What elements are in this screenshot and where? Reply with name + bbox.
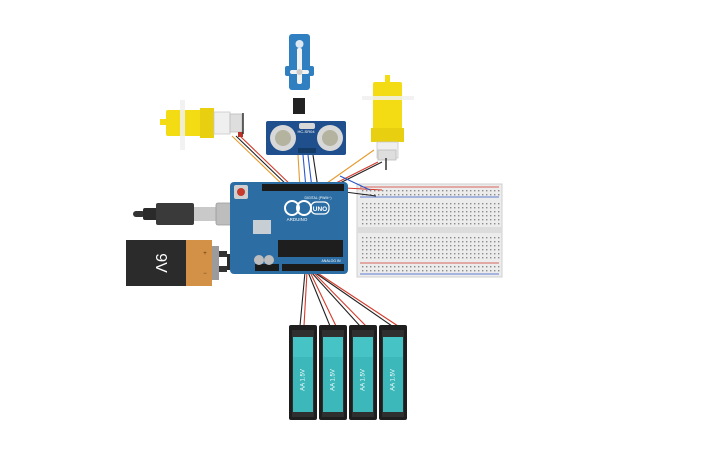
wire-battery4-black xyxy=(313,271,393,327)
wire-breadboard-blue xyxy=(339,175,371,191)
wire-battery3-black xyxy=(310,271,361,327)
wire-motor-left-black xyxy=(235,135,291,189)
arduino-model: UNO xyxy=(313,206,327,213)
aa-battery[interactable]: AA 1.5V xyxy=(319,325,347,420)
wire-motor-left-orange xyxy=(231,135,287,189)
aa-battery[interactable]: AA 1.5V xyxy=(379,325,407,420)
aa-battery-label: AA 1.5V xyxy=(331,369,337,391)
wire-battery1-red xyxy=(303,271,308,327)
sensor-label: HC-SR04 xyxy=(297,129,315,134)
dc-gear-motor-icon[interactable] xyxy=(362,75,414,170)
wire-motor-left-red xyxy=(239,135,295,189)
wire-battery4-red xyxy=(315,271,399,327)
wire-motor-right-orange xyxy=(319,149,375,189)
plus-sign: + xyxy=(203,251,207,257)
aa-battery-pack[interactable]: AA 1.5V AA 1.5V AA 1.5V AA 1.5V xyxy=(289,325,407,420)
ultrasonic-sensor[interactable]: HC-SR04 xyxy=(266,121,346,155)
minus-sign: − xyxy=(203,271,207,277)
wire-battery3-red xyxy=(312,271,367,327)
breadboard[interactable] xyxy=(356,183,503,278)
aa-battery-label: AA 1.5V xyxy=(301,369,307,391)
dc-gear-motor-icon[interactable] xyxy=(160,100,244,150)
aa-battery[interactable]: AA 1.5V xyxy=(349,325,377,420)
usb-cable-icon[interactable] xyxy=(133,202,245,226)
wire-breadboard-red xyxy=(344,187,383,191)
wire-battery1-black xyxy=(299,271,306,327)
arduino-digital-label: DIGITAL (PWM~) xyxy=(304,196,331,200)
arduino-uno[interactable]: ARDUINO UNO DIGITAL (PWM~) ANALOG IN xyxy=(230,182,348,274)
battery-9v[interactable]: 9V + − xyxy=(126,240,247,286)
battery-9v-label: 9V xyxy=(152,253,169,273)
aa-battery[interactable]: AA 1.5V xyxy=(289,325,317,420)
aa-battery-label: AA 1.5V xyxy=(361,369,367,391)
wire-battery2-black xyxy=(307,271,331,327)
arduino-brand: ARDUINO xyxy=(287,217,308,222)
wire-battery2-red xyxy=(309,271,337,327)
arduino-analog-label: ANALOG IN xyxy=(321,259,341,263)
aa-battery-label: AA 1.5V xyxy=(391,369,397,391)
wire-breadboard-black xyxy=(344,191,377,197)
servo-icon[interactable] xyxy=(285,34,314,114)
